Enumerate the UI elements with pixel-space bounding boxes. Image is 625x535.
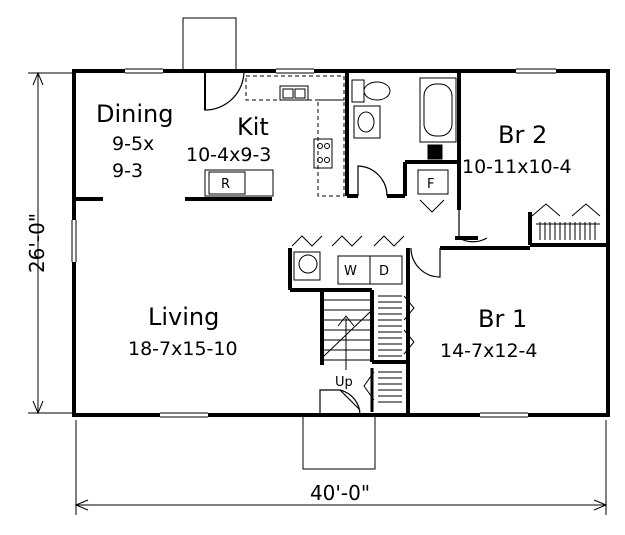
closet-rod <box>536 222 600 240</box>
overall-width-label: 40'-0" <box>310 481 370 505</box>
dining-dim1: 9-5x <box>112 133 154 155</box>
interior-walls <box>76 71 606 415</box>
front-porch <box>302 413 376 470</box>
br2-label: Br 2 <box>498 121 547 149</box>
kitchen-fixtures <box>204 75 345 197</box>
toilet-icon <box>351 79 365 103</box>
refrigerator-label: R <box>221 177 230 192</box>
refrigerator-icon <box>208 171 246 195</box>
water-heater-icon <box>427 144 443 160</box>
br1-closets <box>363 295 415 412</box>
dining-label: Dining <box>96 100 173 128</box>
bathtub-icon <box>419 77 457 143</box>
water-tank-icon <box>298 254 318 274</box>
br1-label: Br 1 <box>478 305 527 333</box>
washer-label: W <box>344 264 357 279</box>
furnace-icon <box>417 169 449 195</box>
lavatory-icon <box>353 105 381 139</box>
br2-closet <box>531 203 601 240</box>
rear-porch <box>182 17 237 72</box>
furnace-label: F <box>427 177 434 192</box>
living-dim: 18-7x15-10 <box>128 338 238 360</box>
kitchen-label: Kit <box>237 113 269 141</box>
overall-depth-label: 26'-0" <box>25 213 49 273</box>
br1-dim: 14-7x12-4 <box>440 340 538 362</box>
kitchen-dim: 10-4x9-3 <box>186 144 271 166</box>
doors <box>204 70 488 416</box>
dining-dim2: 9-3 <box>112 160 143 182</box>
sink-icon <box>279 85 309 101</box>
stairs-up-label: Up <box>335 375 353 390</box>
dimension-lines <box>28 71 608 515</box>
dryer-icon <box>369 255 403 285</box>
br2-dim: 10-11x10-4 <box>462 156 572 178</box>
windows <box>71 68 556 418</box>
bath-fixtures <box>351 77 457 160</box>
range-icon <box>313 138 333 169</box>
stairs-icon <box>323 299 371 370</box>
utility-fixtures <box>291 169 449 285</box>
living-label: Living <box>148 303 219 331</box>
dryer-label: D <box>379 264 389 279</box>
